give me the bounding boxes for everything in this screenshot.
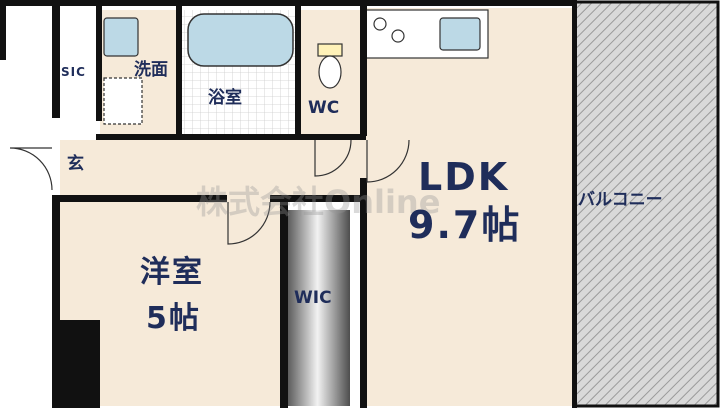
toilet-bowl: [318, 55, 342, 89]
ldk-label: LDK: [418, 155, 510, 199]
toilet-tank: [317, 43, 343, 57]
hall-floor: [60, 140, 365, 196]
entrance-floor: [60, 140, 100, 196]
stove-burner: [373, 17, 387, 31]
kitchen-sink: [439, 17, 481, 51]
stove-burner: [391, 29, 405, 43]
watermark-text: 株式会社Online: [196, 183, 441, 221]
wc-label: WC: [308, 98, 340, 118]
sic-label: SIC: [61, 65, 86, 79]
bathroom-label: 浴室: [208, 88, 242, 108]
western-room-size-label: 5帖: [146, 301, 201, 336]
washbasin: [103, 17, 139, 57]
balcony-label: バルコニー: [578, 190, 663, 210]
balcony-area: [573, 0, 720, 408]
bathtub: [187, 13, 294, 67]
wic-label: WIC: [294, 288, 332, 308]
entrance-label: 玄: [67, 154, 84, 174]
washroom-label: 洗面: [134, 60, 168, 80]
wic-floor: [285, 210, 350, 406]
western-room-label: 洋室: [140, 255, 204, 290]
washing-machine: [103, 77, 143, 125]
sic-floor: [58, 10, 98, 125]
ldk-floor: [363, 8, 575, 406]
ldk-size-label: 9.7帖: [408, 203, 522, 247]
